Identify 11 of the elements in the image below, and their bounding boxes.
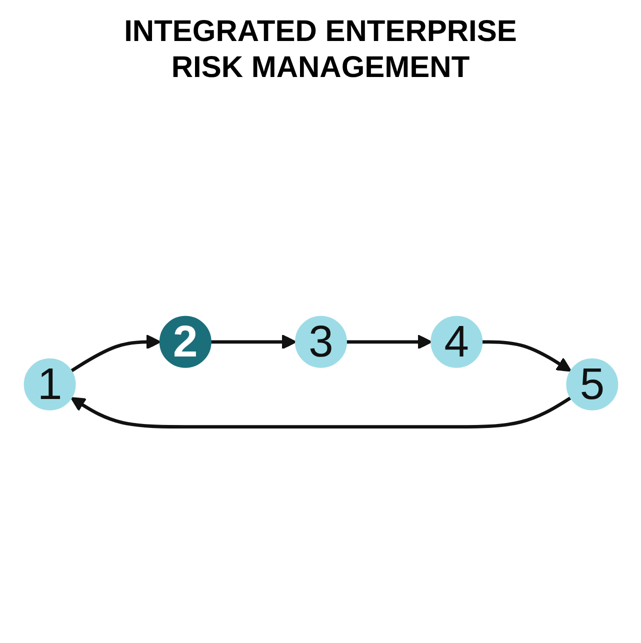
node-circle: 2 bbox=[158, 316, 211, 368]
arrow bbox=[70, 396, 572, 428]
arrow bbox=[210, 334, 296, 350]
node-circle: 1 bbox=[23, 358, 76, 410]
arrow bbox=[346, 334, 432, 350]
arrow bbox=[70, 334, 160, 372]
node-circle: 3 bbox=[294, 316, 346, 368]
node-circle: 4 bbox=[430, 316, 482, 368]
arrow bbox=[481, 340, 572, 372]
node-circle: 5 bbox=[566, 358, 618, 410]
diagram-title: INTEGRATED ENTERPRISE RISK MANAGEMENT bbox=[123, 14, 518, 86]
